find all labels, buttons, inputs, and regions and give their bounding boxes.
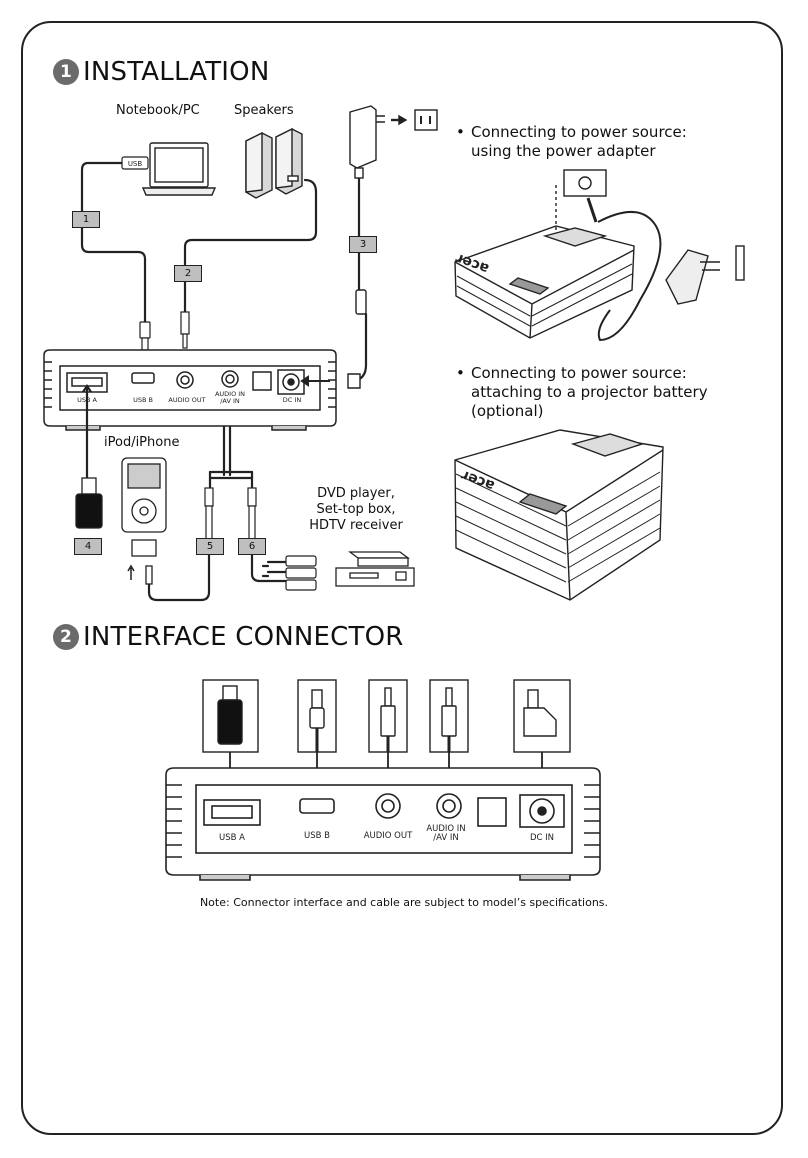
ipod-label: iPod/iPhone [104, 435, 180, 450]
port-label-usb-b: USB B [133, 396, 153, 404]
section-number: 2 [53, 624, 79, 650]
page-frame [21, 21, 783, 1135]
bullet-line: Connecting to power source: [471, 364, 687, 382]
port-label-dc-in: DC IN [530, 833, 554, 843]
power-battery-bullet: • Connecting to power source: attaching … [456, 364, 708, 421]
port-label-usb-b: USB B [304, 831, 330, 841]
speakers-icon [245, 127, 303, 199]
dvd-player-icon [335, 551, 415, 587]
cable-number-4: 4 [74, 538, 102, 555]
cable-number-1: 1 [72, 211, 100, 228]
cable-2 [183, 178, 318, 314]
bullet-line: using the power adapter [471, 142, 656, 160]
dvd-label-line: DVD player, [317, 486, 395, 501]
usb-drive-icon [75, 477, 103, 529]
power-adapter-bullet: • Connecting to power source: using the … [456, 123, 687, 161]
dvd-label-line: HDTV receiver [309, 518, 403, 533]
footnote: Note: Connector interface and cable are … [199, 896, 609, 909]
bullet-dot: • [456, 364, 465, 382]
port-label-av-in: /AV IN [433, 833, 459, 843]
projector-rear-view [43, 349, 337, 431]
cable-6 [250, 540, 290, 583]
cable-number-2: 2 [174, 265, 202, 282]
dvd-label-line: Set-top box, [316, 502, 396, 517]
section-number: 1 [53, 59, 79, 85]
bullet-line: attaching to a projector battery [471, 383, 708, 401]
notebook-icon [141, 142, 217, 196]
installation-heading: 1 INSTALLATION [53, 57, 269, 87]
bullet-line: (optional) [471, 402, 544, 420]
projector-adapter-illustration: acer [453, 169, 745, 342]
rca-plugs [285, 555, 317, 591]
cable-1 [80, 161, 147, 324]
cable-5 [147, 540, 211, 602]
section-title: INSTALLATION [83, 57, 270, 87]
ipod-icon [121, 457, 167, 585]
dvd-label: DVD player, Set-top box, HDTV receiver [298, 486, 414, 534]
port-label-audio-out: AUDIO OUT [168, 396, 205, 404]
cable-3-lower [347, 312, 368, 383]
section-title: INTERFACE CONNECTOR [83, 622, 404, 652]
cable-number-6: 6 [238, 538, 266, 555]
interface-heading: 2 INTERFACE CONNECTOR [53, 622, 404, 652]
port-label-audio-in: AUDIO IN [426, 824, 465, 834]
bullet-line: Connecting to power source: [471, 123, 687, 141]
port-label-usb-a: USB A [219, 833, 245, 843]
port-label-audio-out: AUDIO OUT [364, 831, 413, 841]
power-adapter-icon [347, 105, 438, 389]
port-label-audio-in: AUDIO IN [215, 390, 245, 398]
bullet-dot: • [456, 123, 465, 141]
cable-number-5: 5 [196, 538, 224, 555]
projector-battery-illustration: acer [454, 429, 664, 601]
cable-number-3: 3 [349, 236, 377, 253]
notebook-label: Notebook/PC [116, 103, 200, 118]
svg-text:USB: USB [128, 160, 143, 168]
port-label-dc-in: DC IN [283, 396, 302, 404]
connector-icons [202, 679, 571, 753]
port-label-av-in: /AV IN [220, 397, 240, 405]
speakers-label: Speakers [234, 103, 294, 118]
projector-rear-view-large [165, 767, 601, 881]
